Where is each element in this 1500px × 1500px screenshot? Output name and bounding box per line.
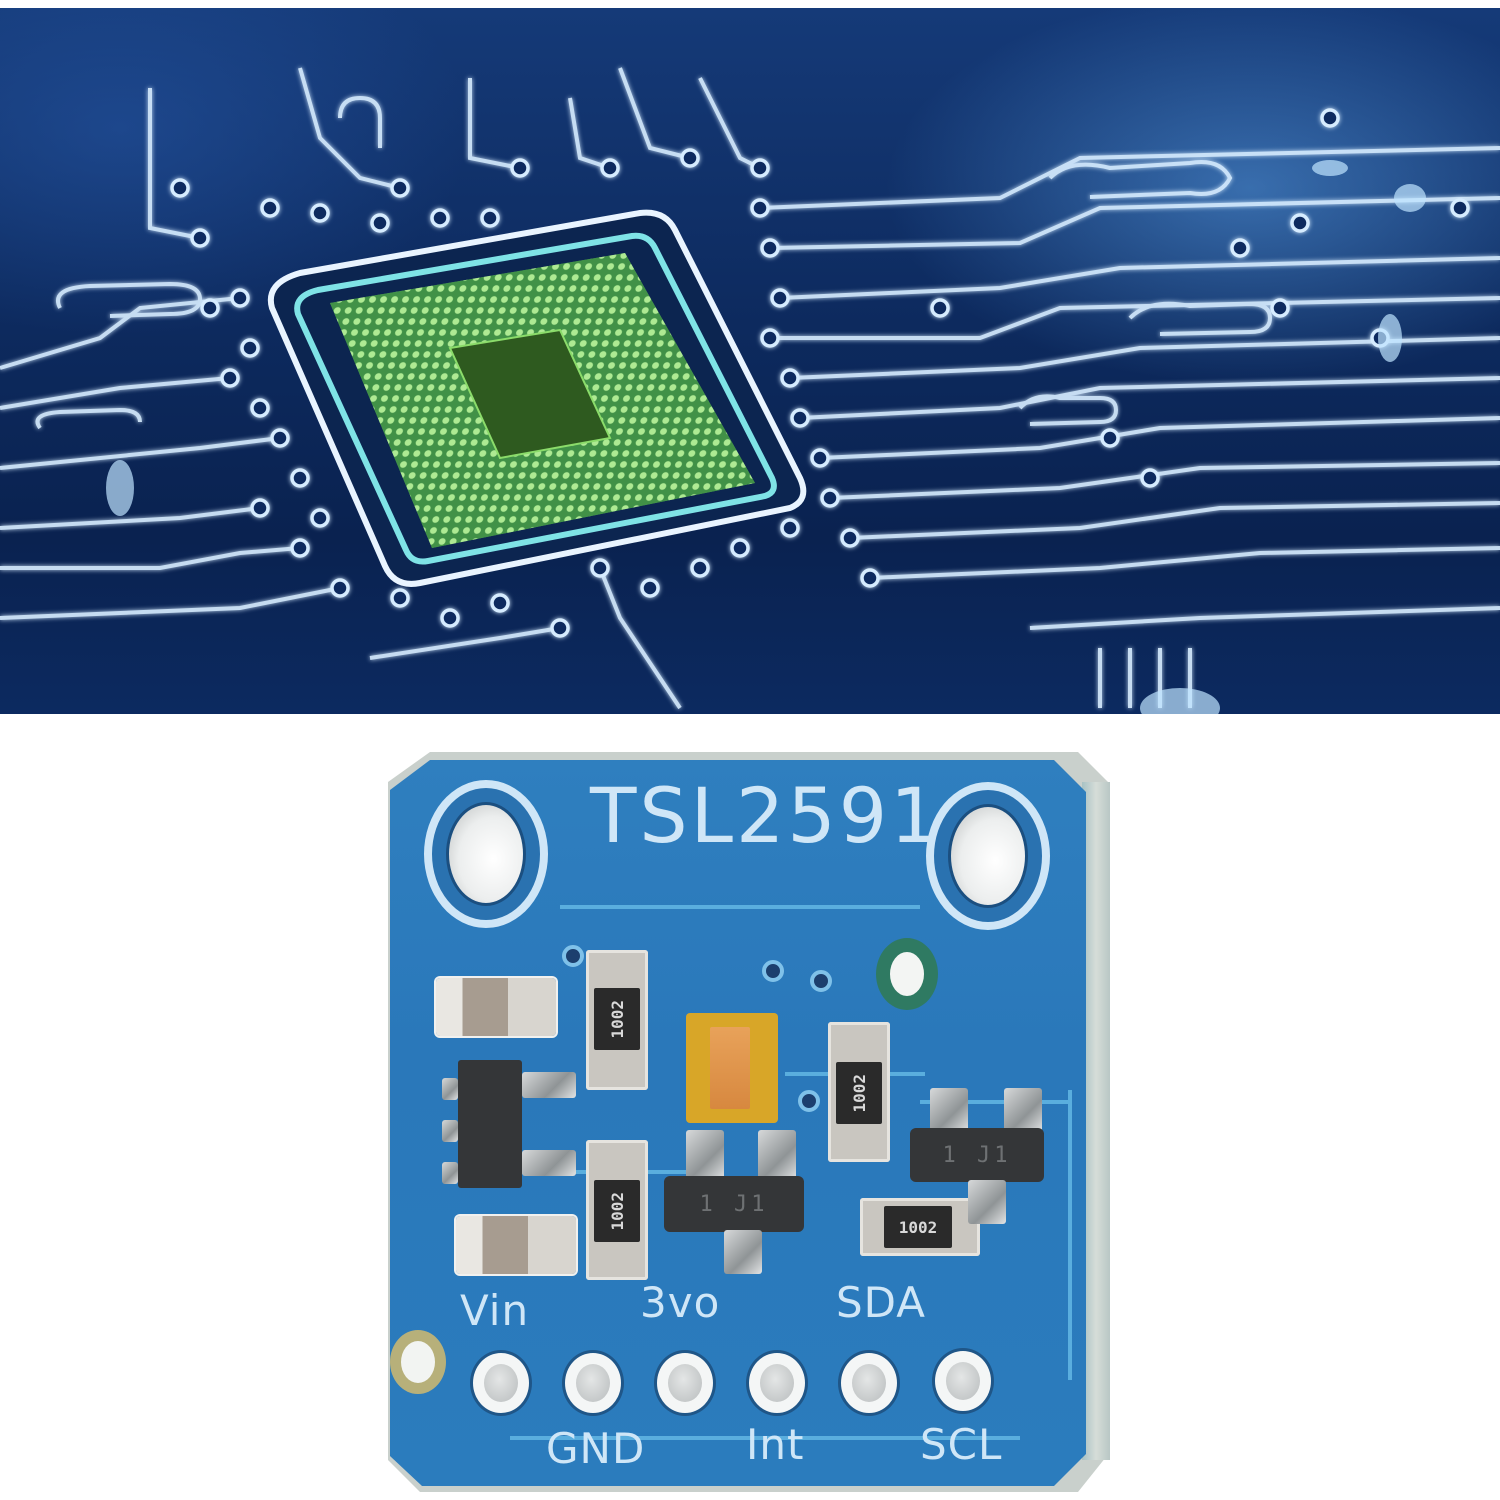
transistor-q2: 1 J1 bbox=[910, 1128, 1044, 1182]
trace bbox=[1068, 1090, 1072, 1380]
via bbox=[762, 960, 784, 982]
trace bbox=[920, 1100, 1070, 1104]
pin-label-sda: SDA bbox=[836, 1278, 926, 1327]
resistor-r2: 1002 bbox=[586, 1140, 648, 1280]
pin-label-scl: SCL bbox=[920, 1420, 1003, 1469]
transistor-lead bbox=[724, 1230, 762, 1274]
transistor-lead bbox=[1004, 1088, 1042, 1132]
mounting-hole-right bbox=[926, 782, 1050, 930]
transistor-marking: 1 J1 bbox=[942, 1142, 1012, 1168]
pin-label-gnd: GND bbox=[546, 1424, 646, 1473]
header-pin-sda bbox=[838, 1350, 900, 1416]
trace bbox=[560, 905, 920, 909]
transistor-lead bbox=[968, 1180, 1006, 1224]
circuit-traces-graphic bbox=[0, 67, 1500, 714]
regulator-lead bbox=[442, 1078, 458, 1100]
via bbox=[810, 970, 832, 992]
tsl2591-light-sensor-chip bbox=[686, 1013, 778, 1123]
regulator-tab-lead bbox=[522, 1072, 576, 1098]
via-gold-hole bbox=[390, 1330, 446, 1394]
via bbox=[798, 1090, 820, 1112]
tsl2591-sensor-board: TSL2591 1002 1002 bbox=[388, 752, 1110, 1492]
pin-label-3vo: 3vo bbox=[640, 1278, 721, 1327]
transistor-q1: 1 J1 bbox=[664, 1176, 804, 1232]
resistor-code: 1002 bbox=[607, 999, 627, 1039]
capacitor-top bbox=[436, 978, 556, 1036]
capacitor-bottom bbox=[456, 1216, 576, 1274]
pin-label-int: Int bbox=[746, 1420, 805, 1469]
resistor-code: 1002 bbox=[607, 1191, 627, 1231]
board-side-edge bbox=[1082, 782, 1110, 1460]
circuit-board-banner bbox=[0, 8, 1500, 714]
via bbox=[562, 945, 584, 967]
header-pin-vin bbox=[470, 1350, 532, 1416]
resistor-code: 1002 bbox=[849, 1073, 869, 1113]
regulator-tab-lead bbox=[522, 1150, 576, 1176]
resistor-r1: 1002 bbox=[586, 950, 648, 1090]
trace bbox=[510, 1436, 1020, 1440]
transistor-lead bbox=[930, 1088, 968, 1132]
transistor-marking: 1 J1 bbox=[699, 1191, 769, 1217]
pin-label-vin: Vin bbox=[460, 1286, 530, 1335]
resistor-r4: 1002 bbox=[860, 1198, 980, 1256]
header-pin-int bbox=[746, 1350, 808, 1416]
mounting-hole-left bbox=[424, 780, 548, 928]
resistor-r3: 1002 bbox=[828, 1022, 890, 1162]
header-pin-scl bbox=[932, 1348, 994, 1414]
board-title-silkscreen: TSL2591 bbox=[590, 771, 942, 860]
header-pin-3vo bbox=[654, 1350, 716, 1416]
regulator-lead bbox=[442, 1120, 458, 1142]
transistor-lead bbox=[758, 1130, 796, 1180]
regulator-lead bbox=[442, 1162, 458, 1184]
board-pcb-face: TSL2591 1002 1002 bbox=[390, 760, 1086, 1486]
resistor-code: 1002 bbox=[898, 1217, 938, 1237]
via-plated-hole bbox=[876, 938, 938, 1010]
voltage-regulator bbox=[458, 1060, 522, 1188]
header-pin-gnd bbox=[562, 1350, 624, 1416]
transistor-lead bbox=[686, 1130, 724, 1180]
chip-graphic bbox=[267, 209, 807, 587]
